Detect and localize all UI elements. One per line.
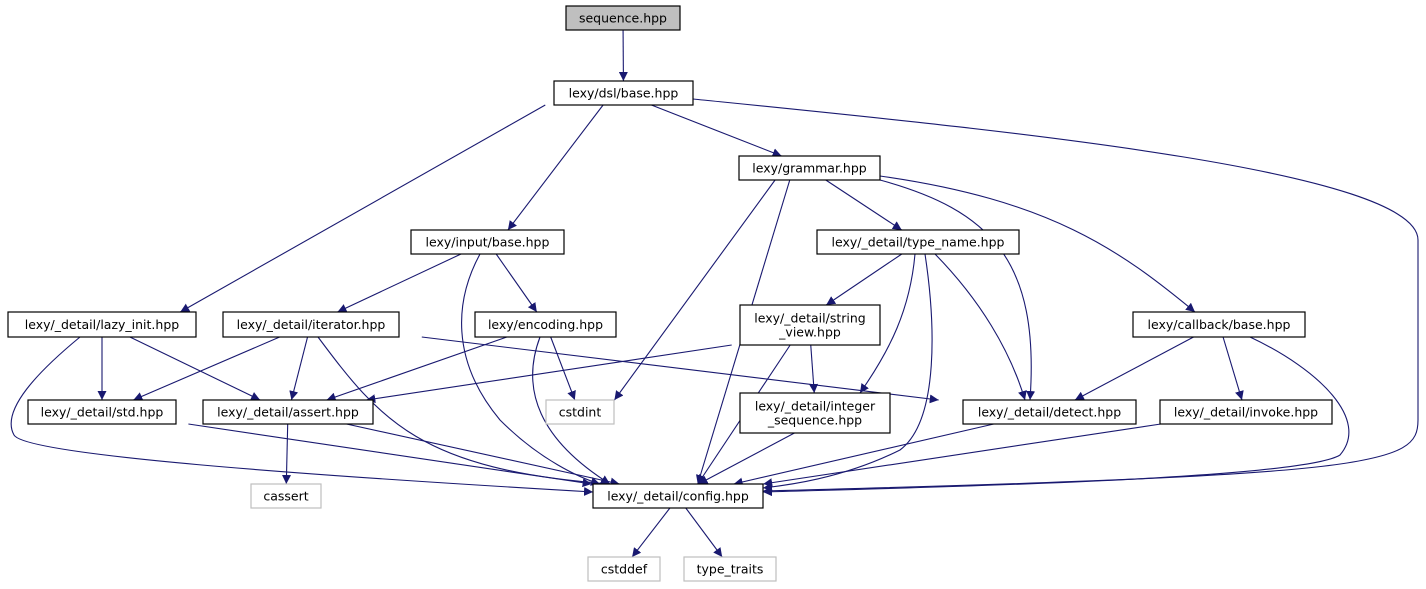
edge-iterator-to-detect bbox=[421, 336, 939, 404]
node-label: lexy/grammar.hpp bbox=[752, 161, 867, 176]
edge-typename-to-intseq bbox=[859, 253, 916, 394]
edge-config-to-typetraits bbox=[685, 507, 723, 558]
edge-typename-to-config bbox=[762, 253, 933, 492]
node-label: lexy/_detail/type_name.hpp bbox=[832, 235, 1005, 250]
edge-callbackbase-to-config bbox=[762, 336, 1350, 497]
edge-dslbase-to-inputbase bbox=[507, 104, 604, 231]
node-label: lexy/_detail/config.hpp bbox=[607, 489, 749, 504]
node-label: lexy/encoding.hpp bbox=[488, 317, 603, 332]
node-stringview[interactable]: lexy/_detail/string_view.hpp bbox=[739, 304, 881, 346]
edge-detect-to-config bbox=[733, 423, 994, 487]
node-config[interactable]: lexy/_detail/config.hpp bbox=[592, 483, 764, 509]
edge-inputbase-to-encoding bbox=[495, 253, 538, 313]
edge-typename-to-stringview bbox=[825, 253, 903, 306]
edge-encoding-to-config bbox=[532, 336, 611, 485]
node-cstddef: cstddef bbox=[587, 556, 661, 582]
node-label: lexy/_detail/string_view.hpp bbox=[754, 311, 865, 340]
node-label: type_traits bbox=[697, 562, 764, 577]
edge-iterator-to-assert bbox=[289, 336, 309, 401]
node-label: lexy/_detail/assert.hpp bbox=[217, 405, 359, 420]
node-label: lexy/callback/base.hpp bbox=[1148, 317, 1291, 332]
node-label: lexy/_detail/integer_sequence.hpp bbox=[755, 399, 876, 428]
node-iterator[interactable]: lexy/_detail/iterator.hpp bbox=[222, 311, 400, 338]
edge-callbackbase-to-invoke bbox=[1222, 336, 1244, 401]
node-callbackbase[interactable]: lexy/callback/base.hpp bbox=[1132, 311, 1306, 338]
node-label: lexy/dsl/base.hpp bbox=[569, 86, 679, 101]
edge-encoding-to-assert bbox=[326, 336, 508, 402]
node-label: sequence.hpp bbox=[579, 11, 667, 26]
edge-iterator-to-std bbox=[133, 336, 280, 401]
node-typename[interactable]: lexy/_detail/type_name.hpp bbox=[816, 229, 1020, 255]
edge-invoke-to-config bbox=[763, 423, 1161, 488]
node-encoding[interactable]: lexy/encoding.hpp bbox=[474, 311, 617, 338]
edge-grammar-to-typename bbox=[825, 179, 903, 231]
node-invoke[interactable]: lexy/_detail/invoke.hpp bbox=[1159, 399, 1333, 425]
edge-assert-to-cassert bbox=[282, 423, 292, 485]
node-inputbase[interactable]: lexy/input/base.hpp bbox=[410, 229, 565, 255]
edge-stringview-to-assert bbox=[366, 344, 732, 404]
edges bbox=[10, 29, 1419, 558]
node-std[interactable]: lexy/_detail/std.hpp bbox=[27, 399, 177, 425]
node-dslbase[interactable]: lexy/dsl/base.hpp bbox=[553, 80, 694, 106]
node-label: lexy/_detail/detect.hpp bbox=[978, 405, 1121, 420]
edge-grammar-to-detect bbox=[879, 179, 1036, 401]
node-label: cstddef bbox=[601, 562, 648, 577]
edge-typename-to-detect bbox=[934, 253, 1027, 401]
node-sequence: sequence.hpp bbox=[565, 5, 681, 31]
node-label: lexy/_detail/lazy_init.hpp bbox=[25, 317, 179, 332]
nodes: sequence.hpp lexy/dsl/base.hpp lexy/gramma… bbox=[7, 5, 1333, 582]
edge-inputbase-to-config bbox=[461, 253, 601, 486]
node-label: lexy/_detail/iterator.hpp bbox=[237, 317, 386, 332]
edge-callbackbase-to-detect bbox=[1074, 336, 1194, 401]
edge-dslbase-to-grammar bbox=[651, 104, 782, 157]
node-cstdint: cstdint bbox=[545, 399, 615, 425]
node-label: lexy/input/base.hpp bbox=[426, 235, 550, 250]
node-intseq[interactable]: lexy/_detail/integer_sequence.hpp bbox=[739, 392, 891, 434]
edge-inputbase-to-iterator bbox=[337, 253, 462, 313]
edge-stringview-to-intseq bbox=[809, 344, 819, 394]
node-typetraits: type_traits bbox=[683, 556, 777, 582]
node-label: cstdint bbox=[559, 405, 602, 420]
edge-lazyinit-to-config bbox=[10, 336, 594, 496]
edge-dslbase-to-lazyinit bbox=[179, 104, 546, 313]
edge-grammar-to-callbackbase bbox=[879, 175, 1196, 313]
edge-assert-to-config bbox=[346, 423, 620, 487]
edge-std-to-config bbox=[188, 423, 592, 488]
edge-grammar-to-cstdint bbox=[613, 179, 776, 401]
edge-config-to-cstddef bbox=[631, 507, 671, 558]
node-label: cassert bbox=[263, 489, 308, 504]
edge-intseq-to-config bbox=[698, 432, 795, 485]
edge-dslbase-to-config bbox=[692, 98, 1419, 496]
node-assert[interactable]: lexy/_detail/assert.hpp bbox=[202, 399, 374, 425]
node-label: lexy/_detail/invoke.hpp bbox=[1174, 405, 1318, 420]
edge-encoding-to-cstdint bbox=[550, 336, 576, 401]
node-detect[interactable]: lexy/_detail/detect.hpp bbox=[962, 399, 1137, 425]
edge-lazyinit-to-assert bbox=[129, 336, 261, 401]
node-label: lexy/_detail/std.hpp bbox=[41, 405, 164, 420]
node-cassert: cassert bbox=[250, 483, 322, 509]
node-lazyinit[interactable]: lexy/_detail/lazy_init.hpp bbox=[7, 311, 197, 338]
node-grammar[interactable]: lexy/grammar.hpp bbox=[738, 155, 881, 181]
